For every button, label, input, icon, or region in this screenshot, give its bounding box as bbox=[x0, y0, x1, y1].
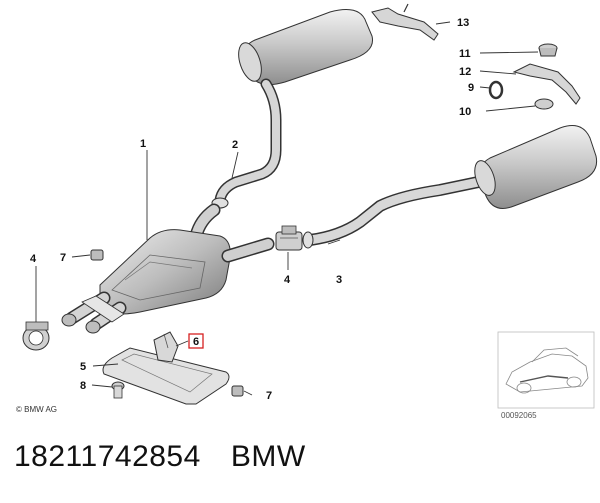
part-number: 18211742854 bbox=[14, 440, 201, 473]
rubber-10 bbox=[534, 98, 554, 110]
callout-12: 12 bbox=[459, 66, 471, 78]
bracket-6 bbox=[153, 331, 179, 363]
callout-7-top: 7 bbox=[60, 252, 66, 264]
callout-5: 5 bbox=[80, 361, 86, 373]
pipe-2 bbox=[211, 78, 282, 209]
connecting-pipe bbox=[189, 203, 221, 243]
bolt-8 bbox=[111, 381, 125, 399]
heat-shield-plate bbox=[102, 347, 230, 405]
callout-8: 8 bbox=[80, 380, 86, 392]
rubber-mount-bottom bbox=[231, 385, 244, 397]
callouts: 1 2 3 4 4 5 6 7 7 8 9 10 11 12 13 bbox=[30, 17, 474, 402]
callout-7-bottom: 7 bbox=[266, 390, 272, 402]
callout-11: 11 bbox=[459, 48, 471, 60]
clamp-middle bbox=[275, 225, 303, 251]
rear-muffler-right bbox=[474, 125, 598, 209]
pipe-3 bbox=[302, 174, 494, 249]
callout-13: 13 bbox=[457, 17, 469, 29]
callout-4-middle: 4 bbox=[284, 274, 291, 286]
callout-10: 10 bbox=[459, 106, 471, 118]
callout-3: 3 bbox=[336, 274, 342, 286]
clamp-left bbox=[22, 321, 50, 351]
copyright: © BMW AG bbox=[16, 405, 57, 414]
callout-6: 6 bbox=[193, 336, 199, 348]
callout-6-highlight-box bbox=[188, 333, 204, 349]
front-silencer bbox=[61, 229, 275, 334]
callout-4-left: 4 bbox=[30, 253, 37, 265]
ring-9 bbox=[488, 80, 504, 100]
hanger-13 bbox=[371, 3, 439, 41]
callout-1: 1 bbox=[140, 138, 146, 150]
rear-muffler-upper bbox=[238, 9, 374, 86]
callout-9: 9 bbox=[468, 82, 474, 94]
hanger-12 bbox=[512, 63, 581, 105]
part-caption: 18211742854 BMW bbox=[14, 440, 594, 490]
rubber-mount-top bbox=[90, 249, 104, 261]
car-thumbnail bbox=[497, 331, 595, 409]
leader-lines bbox=[35, 21, 539, 396]
callout-2: 2 bbox=[232, 139, 238, 151]
reference-code: 00092065 bbox=[501, 411, 537, 420]
bump-stop-11 bbox=[538, 43, 558, 57]
exhaust-system-diagram: 1 2 3 4 4 5 6 7 7 8 9 10 11 12 13 © BMW … bbox=[16, 3, 598, 420]
brand-name: BMW bbox=[230, 440, 306, 473]
